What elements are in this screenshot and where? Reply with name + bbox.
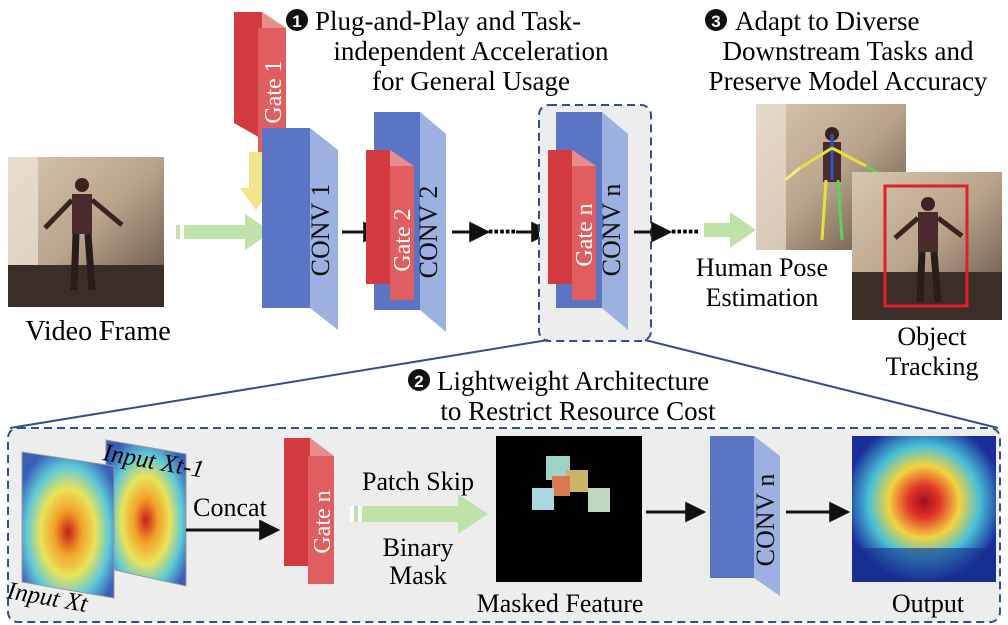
heading-2-line-1: Lightweight Architecture [437, 366, 709, 396]
heading-2-marker [408, 369, 430, 391]
masked-feature-label: Masked Feature [477, 589, 644, 618]
object-tracking-label-line-2: Tracking [886, 352, 979, 381]
gate-1-label: Gate 1 [261, 60, 287, 123]
detail-gate-n-label: Gate n [310, 490, 336, 553]
human-pose-label-line-2: Estimation [706, 283, 819, 312]
detail-conv-n-label: CONV n [751, 474, 780, 567]
video-frame-label: Video Frame [25, 316, 170, 347]
binary-mask-label-line-2: Mask [389, 561, 447, 590]
binary-mask-label-line-1: Binary [383, 533, 454, 562]
concat-label: Concat [193, 493, 267, 522]
task-arrow [704, 212, 756, 248]
heading-1-marker-number: 1 [292, 12, 301, 31]
heading-3: 3 Adapt to Diverse Downstream Tasks and … [705, 6, 988, 96]
heading-3-line-1: Adapt to Diverse [735, 6, 919, 36]
gate-2-label: Gate 2 [390, 208, 416, 271]
detail-conv-n-block: CONV n [710, 436, 780, 596]
masked-feature-image [496, 436, 642, 582]
heading-3-line-2: Downstream Tasks and [722, 36, 974, 66]
input-cur-heatmap [21, 451, 115, 599]
gate-n-block: Gate n [548, 150, 598, 300]
zoom-line-right [644, 339, 999, 429]
heading-3-line-3: Preserve Model Accuracy [709, 66, 988, 96]
gate-n-label: Gate n [572, 203, 598, 266]
detail-gate-n-block: Gate n [284, 438, 336, 584]
ellipsis-1: ····· [487, 216, 516, 246]
object-tracking-label-line-1: Object [897, 322, 967, 351]
ellipsis-2: ····· [670, 216, 699, 246]
video-frame-image [8, 157, 164, 307]
heading-2: 2 Lightweight Architecture to Restrict R… [408, 366, 716, 426]
output-heatmap [852, 436, 996, 582]
patch-skip-label: Patch Skip [362, 467, 474, 496]
heading-1-line-2: independent Acceleration [333, 36, 609, 66]
heading-1-line-1: Plug-and-Play and Task- [315, 6, 581, 36]
human-pose-image [756, 104, 906, 250]
zoom-line-left [9, 339, 549, 429]
gate-2-block: Gate 2 [366, 150, 416, 300]
heading-2-line-2: to Restrict Resource Cost [440, 396, 716, 426]
human-pose-label-line-1: Human Pose [696, 253, 828, 282]
conv-2-label: CONV 2 [414, 186, 443, 279]
heading-3-marker [705, 9, 727, 31]
heading-1-marker [286, 9, 308, 31]
heading-2-marker-number: 2 [414, 372, 423, 391]
heading-3-marker-number: 3 [711, 12, 720, 31]
input-arrow [172, 214, 272, 250]
output-label: Output [892, 589, 965, 618]
heading-1-line-3: for General Usage [372, 66, 570, 96]
binary-mask-arrow [350, 494, 488, 534]
heading-1: 1 Plug-and-Play and Task- independent Ac… [286, 6, 609, 96]
conv-1-label: CONV 1 [306, 184, 335, 277]
object-tracking-image [852, 172, 1002, 320]
conv-n-label: CONV n [597, 184, 626, 277]
conv-1-block: CONV 1 [262, 128, 338, 330]
